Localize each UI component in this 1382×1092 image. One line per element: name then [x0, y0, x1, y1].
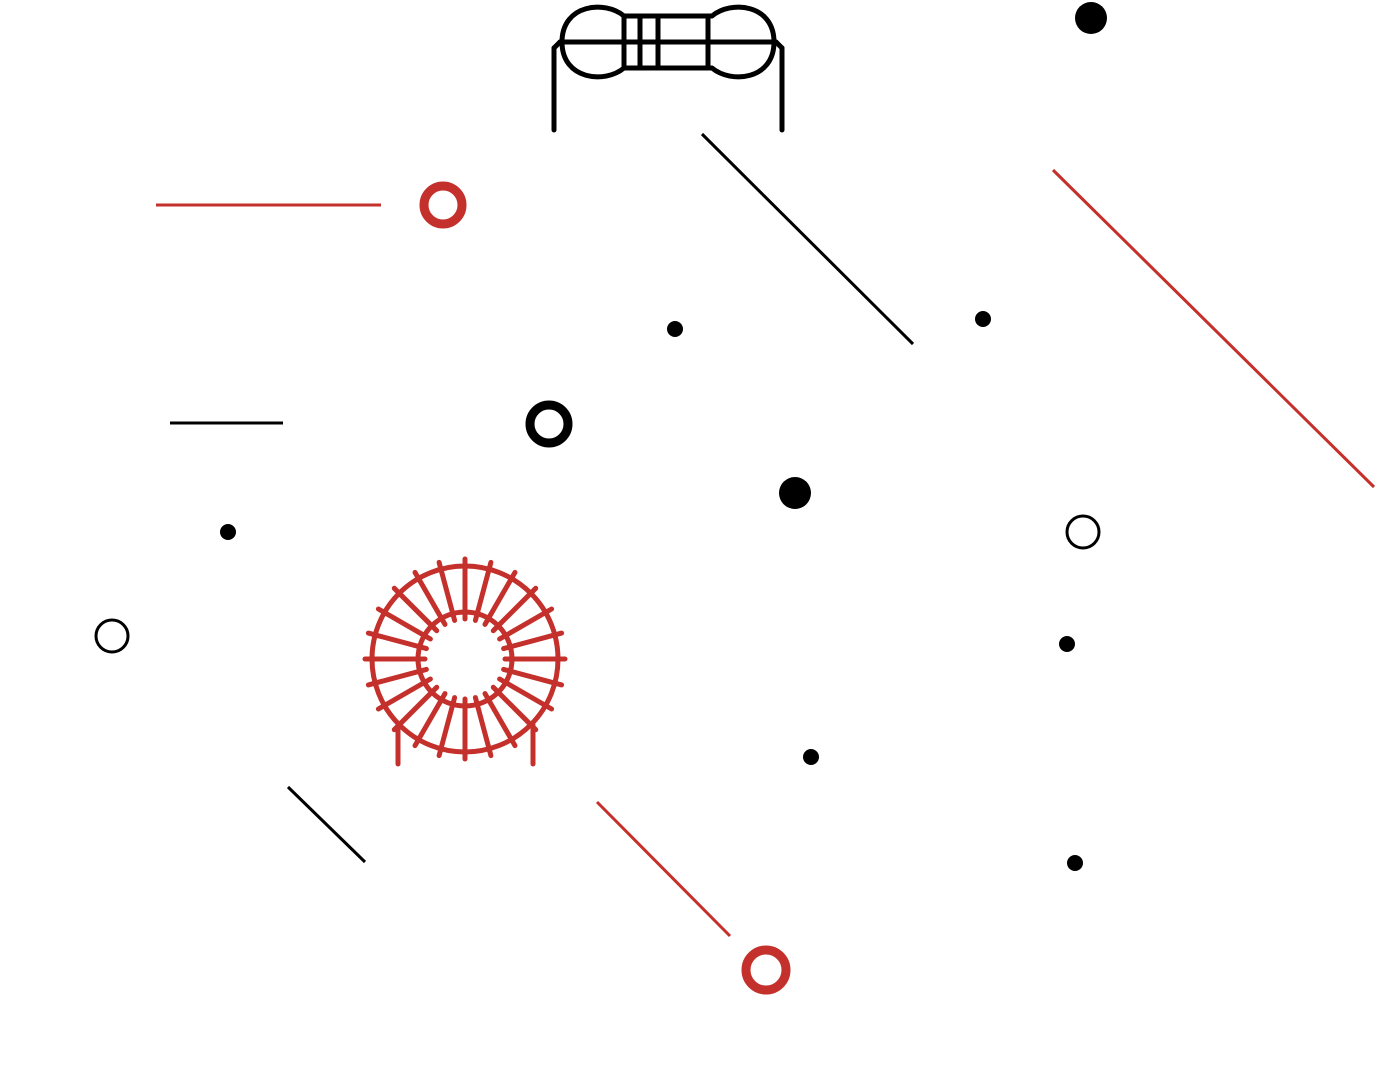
toroid-winding [497, 676, 555, 712]
black-ring [94, 618, 130, 654]
toroid-winding [482, 691, 518, 749]
red-ring [419, 181, 467, 229]
toroid-winding [497, 606, 555, 642]
toroid-winding [391, 585, 440, 634]
black-line [286, 785, 367, 864]
black-ring [525, 400, 573, 448]
toroid-winding [365, 666, 429, 688]
black-line [700, 132, 915, 346]
toroid-winding [391, 684, 440, 733]
toroid-winding [412, 691, 448, 749]
toroid-winding [482, 569, 518, 627]
black-dot [1059, 636, 1075, 652]
black-dot [220, 524, 236, 540]
toroid-winding [490, 585, 539, 634]
toroid-winding [472, 559, 494, 623]
toroidal-inductor-icon [362, 556, 568, 767]
black-ring [1065, 514, 1101, 550]
black-dot [667, 321, 683, 337]
red-line [1051, 168, 1376, 489]
red-ring [741, 945, 791, 995]
black-dot [803, 749, 819, 765]
toroid-winding [436, 695, 458, 759]
toroid-winding [501, 630, 565, 652]
toroid-winding [490, 684, 539, 733]
toroid-winding [472, 695, 494, 759]
toroid-winding [365, 630, 429, 652]
black-dot [779, 477, 811, 509]
toroid-winding [375, 606, 433, 642]
red-line [595, 800, 732, 938]
black-dot [975, 311, 991, 327]
toroid-winding [412, 569, 448, 627]
toroid-winding [375, 676, 433, 712]
toroid-winding [501, 666, 565, 688]
resistor-icon [551, 4, 785, 133]
black-dot [1075, 2, 1107, 34]
toroid-winding [436, 559, 458, 623]
black-dot [1067, 855, 1083, 871]
